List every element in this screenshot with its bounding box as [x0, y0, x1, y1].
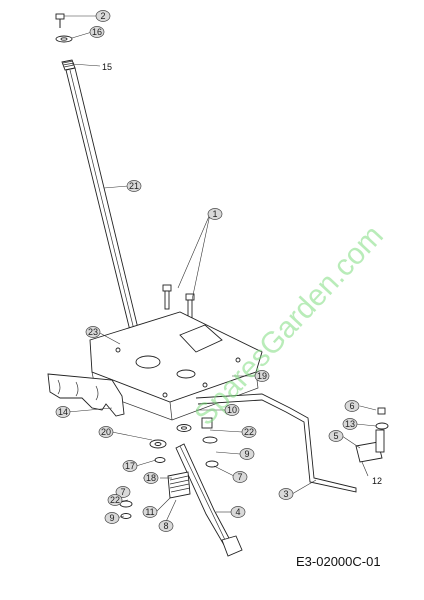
- callout-c11: 11: [142, 506, 158, 518]
- callout-bubble: [107, 494, 123, 506]
- callout-bubble: [342, 418, 358, 430]
- pinion-gear-part: [167, 471, 191, 499]
- callout-bubble: [85, 326, 101, 338]
- drag-link-part: [195, 393, 357, 493]
- figure-code: E3-02000C-01: [296, 554, 381, 569]
- callout-c8: 8: [158, 520, 174, 532]
- callout-number: 22: [110, 495, 120, 505]
- callout-number: 1: [212, 209, 217, 219]
- callout-c9a: 9: [239, 448, 255, 460]
- mount-bolts-part: [162, 284, 195, 319]
- callout-c21: 21: [126, 180, 142, 192]
- callout-c22a: 22: [241, 426, 257, 438]
- callout-number: 9: [109, 513, 114, 523]
- callout-bubble: [239, 448, 255, 460]
- callout-bubble: [89, 26, 105, 38]
- callout-number: 21: [129, 181, 139, 191]
- callout-c4: 4: [230, 506, 246, 518]
- washer-part: [55, 35, 73, 43]
- callout-c22b: 22: [107, 494, 123, 506]
- callout-c13: 13: [342, 418, 358, 430]
- callout-bubble: [98, 426, 114, 438]
- callout-number: 16: [92, 27, 102, 37]
- callout-bubble: [344, 400, 360, 412]
- callout-c3: 3: [278, 488, 294, 500]
- steering-plate-part: [89, 311, 263, 421]
- callout-number: 22: [244, 427, 254, 437]
- callout-bubble: [142, 506, 158, 518]
- callout-number: 10: [227, 405, 237, 415]
- callout-bubble: [278, 488, 294, 500]
- callout-number: 7: [120, 487, 125, 497]
- callout-c19: 19: [254, 370, 270, 382]
- callout-number: 8: [163, 521, 168, 531]
- tie-rod-end-part: [355, 407, 389, 463]
- callout-bubble: [55, 406, 71, 418]
- callout-c10: 10: [224, 404, 240, 416]
- callout-number: 20: [101, 427, 111, 437]
- callout-c20: 20: [98, 426, 114, 438]
- callout-bubble: [95, 10, 111, 22]
- bolt-part: [55, 13, 65, 28]
- callout-bubble: [241, 426, 257, 438]
- watermark: SparesGarden.com: [188, 219, 390, 432]
- callout-c18: 18: [143, 472, 159, 484]
- callout-bubble: [158, 520, 174, 532]
- label-12: 12: [372, 476, 382, 486]
- callout-c17: 17: [122, 460, 138, 472]
- callout-c7a: 7: [115, 486, 131, 498]
- callout-number: 18: [146, 473, 156, 483]
- callout-bubble: [207, 208, 223, 220]
- callout-c23: 23: [85, 326, 101, 338]
- callout-number: 14: [58, 407, 68, 417]
- callout-number: 19: [257, 371, 267, 381]
- callout-number: 23: [88, 327, 98, 337]
- callout-number: 9: [244, 449, 249, 459]
- callout-number: 17: [125, 461, 135, 471]
- callout-c7b: 7: [232, 471, 248, 483]
- callout-bubble: [230, 506, 246, 518]
- callout-number: 2: [100, 11, 105, 21]
- callout-c2: 2: [95, 10, 111, 22]
- callout-c16a: 16: [89, 26, 105, 38]
- callout-bubble: [224, 404, 240, 416]
- callout-number: 7: [237, 472, 242, 482]
- callout-c14: 14: [55, 406, 71, 418]
- callout-c5: 5: [328, 430, 344, 442]
- callout-bubble: [328, 430, 344, 442]
- callout-c9b: 9: [104, 512, 120, 524]
- callout-bubble: [122, 460, 138, 472]
- callout-bubble: [232, 471, 248, 483]
- callout-number: 4: [235, 507, 240, 517]
- callout-number: 5: [333, 431, 338, 441]
- callout-bubble: [254, 370, 270, 382]
- watermark-text: SparesGarden.com: [188, 219, 390, 432]
- callout-number: 11: [145, 507, 154, 517]
- callout-bubble: [115, 486, 131, 498]
- label-15: 15: [102, 62, 112, 72]
- callout-bubble: [126, 180, 142, 192]
- callout-bubble: [104, 512, 120, 524]
- callout-number: 3: [283, 489, 288, 499]
- side-bracket-part: [47, 373, 125, 417]
- callout-bubble: [143, 472, 159, 484]
- callout-c6: 6: [344, 400, 360, 412]
- steering-shaft-part: [61, 59, 143, 348]
- lower-shaft-part: [175, 443, 243, 557]
- callout-number: 6: [349, 401, 354, 411]
- callout-c1: 1: [207, 208, 223, 220]
- callout-number: 13: [345, 419, 355, 429]
